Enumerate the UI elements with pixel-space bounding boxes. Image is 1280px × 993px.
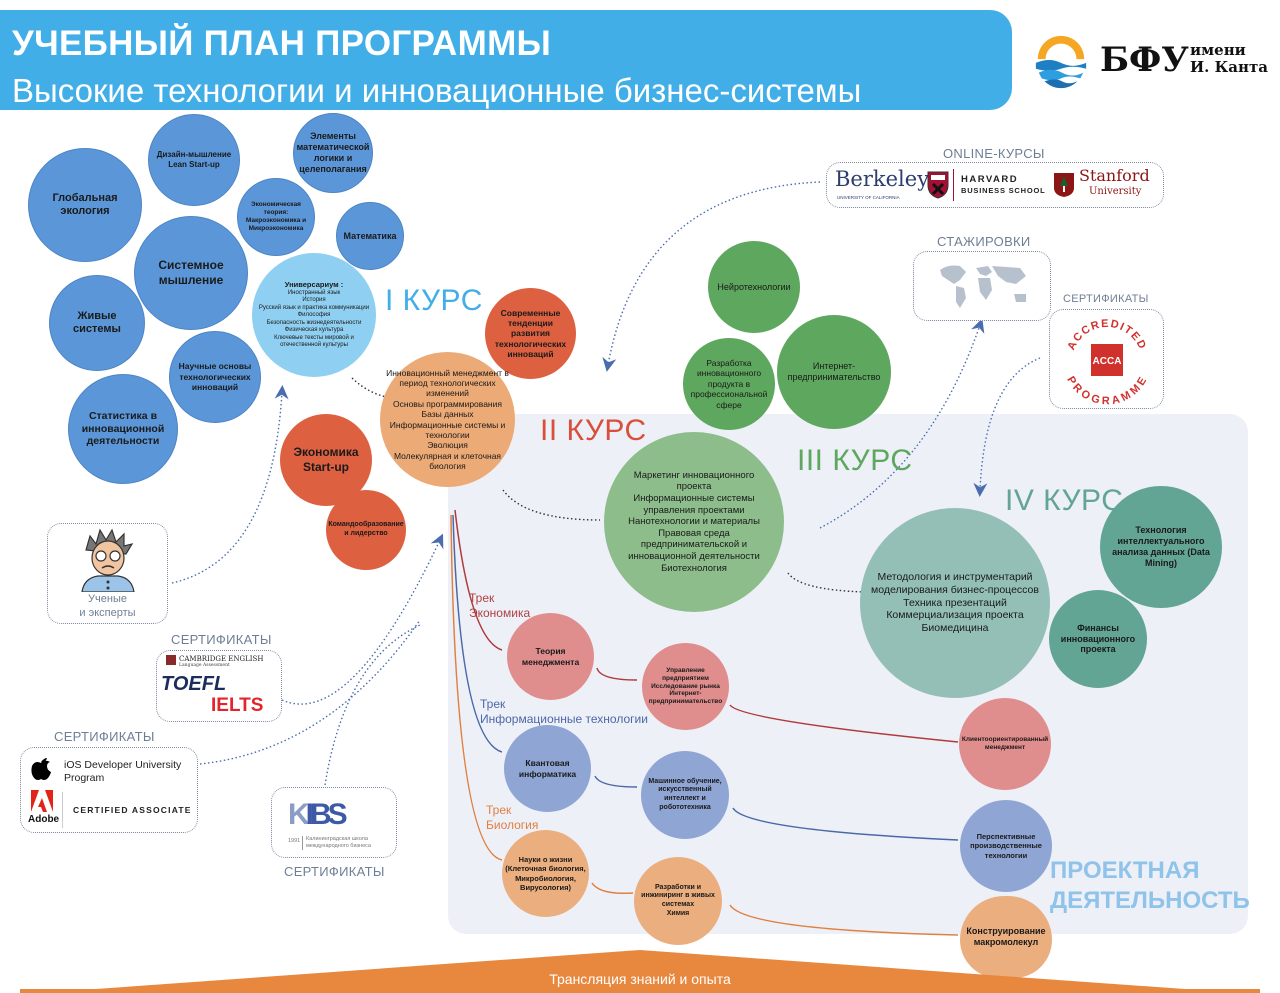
adobe-certified-text: CERTIFIED ASSOCIATE <box>73 805 192 815</box>
bubble-neurotech: Нейротехнологии <box>708 241 800 333</box>
acca-badge-icon: ACCREDITED PROGRAMME ACCA <box>1064 318 1149 406</box>
online-courses-box: Berkeley UNIVERSITY OF CALIFORNIA HARVAR… <box>826 162 1164 208</box>
cambridge-logo: CAMBRIDGE ENGLISH <box>179 655 264 663</box>
acca-ring-bottom: PROGRAMME <box>1064 374 1148 406</box>
project-activity-label: ПРОЕКТНАЯ ДЕЯТЕЛЬНОСТЬ <box>1050 857 1250 914</box>
track-biology-label: Трек Биология <box>486 803 539 832</box>
adobe-icon <box>31 790 53 812</box>
bubble-math-logic: Элементы математической логики и целепол… <box>293 113 373 193</box>
course4-label: IV КУРС <box>1005 484 1124 517</box>
kibs-divider <box>302 836 303 850</box>
adobe-divider <box>62 792 63 828</box>
logo-line1: имени <box>1190 41 1246 59</box>
kibs-logo: KIBS <box>288 798 348 831</box>
apple-icon <box>31 758 51 780</box>
bubble-econ-theory: Экономическая теория: Макроэкономика и М… <box>237 178 315 256</box>
bubble-global-ecology: Глобальная экология <box>28 148 142 262</box>
bubble-client-management: Клиентоориентированный менеджмент <box>959 698 1051 790</box>
bubble-life-sciences: Науки о жизни (Клеточная биология, Микро… <box>502 830 589 917</box>
bubble-advanced-manufacturing: Перспективные производственные технологи… <box>960 800 1052 892</box>
bubble-course4-main: Методология и инструментарий моделирован… <box>860 508 1050 698</box>
header-banner: УЧЕБНЫЙ ПЛАН ПРОГРАММЫ Высокие технологи… <box>0 10 1012 110</box>
ios-program-text: iOS Developer University Program <box>64 759 182 784</box>
bubble-course2-main: Инновационный менеджмент в период технол… <box>380 352 515 487</box>
universarium-title: Универсариум : <box>284 280 344 290</box>
internships-caption: СТАЖИРОВКИ <box>937 234 1031 249</box>
kibs-certificates-caption: СЕРТИФИКАТЫ <box>284 864 385 879</box>
course1-label: I КУРС <box>385 284 483 317</box>
page-title: УЧЕБНЫЙ ПЛАН ПРОГРАММЫ <box>12 24 552 63</box>
language-certificates-box: CAMBRIDGE ENGLISH Language Assessment TO… <box>156 650 282 722</box>
harvard-divider <box>953 169 954 201</box>
internships-box <box>913 251 1051 321</box>
harvard-subtitle: BUSINESS SCHOOL <box>961 186 1046 195</box>
scientist-icon <box>81 528 135 592</box>
bubble-project-finance: Финансы инновационного проекта <box>1049 590 1147 688</box>
bubble-course3-main: Маркетинг инновационного проекта Информа… <box>604 432 784 612</box>
bubble-innovation-trends: Современные тенденции развития технологи… <box>485 288 576 379</box>
bubble-sci-foundations: Научные основы технологических инноваций <box>169 331 261 423</box>
university-logo: БФУ имени И. Канта <box>1030 28 1270 98</box>
kibs-name: Калининградская школа международного биз… <box>306 836 371 849</box>
language-certificates-caption: СЕРТИФИКАТЫ <box>171 632 272 647</box>
bubble-startup-economics: Экономика Start-up <box>280 414 372 506</box>
adobe-label: Adobe <box>28 814 60 825</box>
stanford-logo: Stanford <box>1079 166 1150 185</box>
experts-box: Ученые и эксперты <box>47 523 168 624</box>
stanford-subtitle: University <box>1089 186 1142 197</box>
footer-banner <box>20 950 1260 993</box>
connector-kibs-to-course2 <box>324 624 421 786</box>
sun-wave-icon <box>1035 35 1087 89</box>
ielts-logo: IELTS <box>211 695 264 716</box>
logo-name: БФУ <box>1100 40 1189 80</box>
acca-center-text: ACCA <box>1093 356 1122 367</box>
course3-label: III КУРС <box>797 444 913 477</box>
bubble-machine-learning: Машинное обучение, искусственный интелле… <box>641 751 729 839</box>
kibs-box: KIBS 1991 Калининградская школа междунар… <box>271 787 397 858</box>
cambridge-subtitle: Language Assessment <box>179 663 230 668</box>
world-map-icon <box>940 265 1026 308</box>
acca-box: ACCREDITED PROGRAMME ACCA <box>1049 309 1164 409</box>
bubble-design-thinking: Дизайн-мышление Lean Start-up <box>148 114 240 206</box>
bubble-macromolecule-design: Конструирование макромолекул <box>960 896 1052 978</box>
harvard-shield-icon <box>927 171 949 199</box>
bubble-quantum-informatics: Квантовая информатика <box>504 725 591 812</box>
harvard-logo: HARVARD <box>961 174 1019 185</box>
berkeley-logo: Berkeley <box>835 167 930 191</box>
svg-text:PROGRAMME: PROGRAMME <box>1064 374 1149 406</box>
bubble-math: Математика <box>336 202 404 270</box>
universarium-items: Иностранный язык История Русский язык и … <box>258 289 370 349</box>
bubble-system-thinking: Системное мышление <box>134 216 248 330</box>
bubble-product-dev: Разработка инновационного продукта в про… <box>683 338 775 430</box>
bubble-statistics: Статистика в инновационной деятельности <box>68 374 178 484</box>
toefl-logo: TOEFL <box>161 673 227 695</box>
bubble-internet-entrepreneurship: Интернет-предпринимательство <box>777 315 891 429</box>
bubble-enterprise-management: Управление предприятием Исследование рын… <box>642 643 729 730</box>
bubble-management-theory: Теория менеджмента <box>507 613 594 700</box>
logo-line2: И. Канта <box>1190 58 1268 76</box>
track-it-label: Трек Информационные технологии <box>480 697 648 726</box>
bubble-team-building: Командообразование и лидерство <box>326 490 406 570</box>
experts-label: Ученые и эксперты <box>79 593 136 619</box>
bubble-universarium: Универсариум : Иностранный язык История … <box>252 253 376 377</box>
bubble-living-systems: Живые системы <box>49 275 145 371</box>
stanford-logo-icon <box>1054 173 1074 197</box>
footer-text: Трансляция знаний и опыта <box>549 971 731 987</box>
logo-subtitle: имени И. Канта <box>1190 42 1268 76</box>
acca-caption: СЕРТИФИКАТЫ <box>1063 293 1149 305</box>
kibs-year: 1991 <box>288 838 301 844</box>
track-economics-label: Трек Экономика <box>469 591 531 620</box>
course2-label: II КУРС <box>540 414 647 447</box>
bubble-data-mining: Технология интеллектуального анализа дан… <box>1100 486 1222 608</box>
cambridge-crest-icon <box>166 655 176 665</box>
online-courses-caption: ONLINE-КУРСЫ <box>943 146 1045 161</box>
berkeley-subtitle: UNIVERSITY OF CALIFORNIA <box>837 195 900 200</box>
apple-adobe-certificates-box: iOS Developer University Program Adobe C… <box>20 747 198 833</box>
bubble-living-systems-engineering: Разработки и инжиниринг в живых системах… <box>634 857 722 945</box>
apple-adobe-certificates-caption: СЕРТИФИКАТЫ <box>54 729 155 744</box>
page-subtitle: Высокие технологии и инновационные бизне… <box>12 72 862 109</box>
